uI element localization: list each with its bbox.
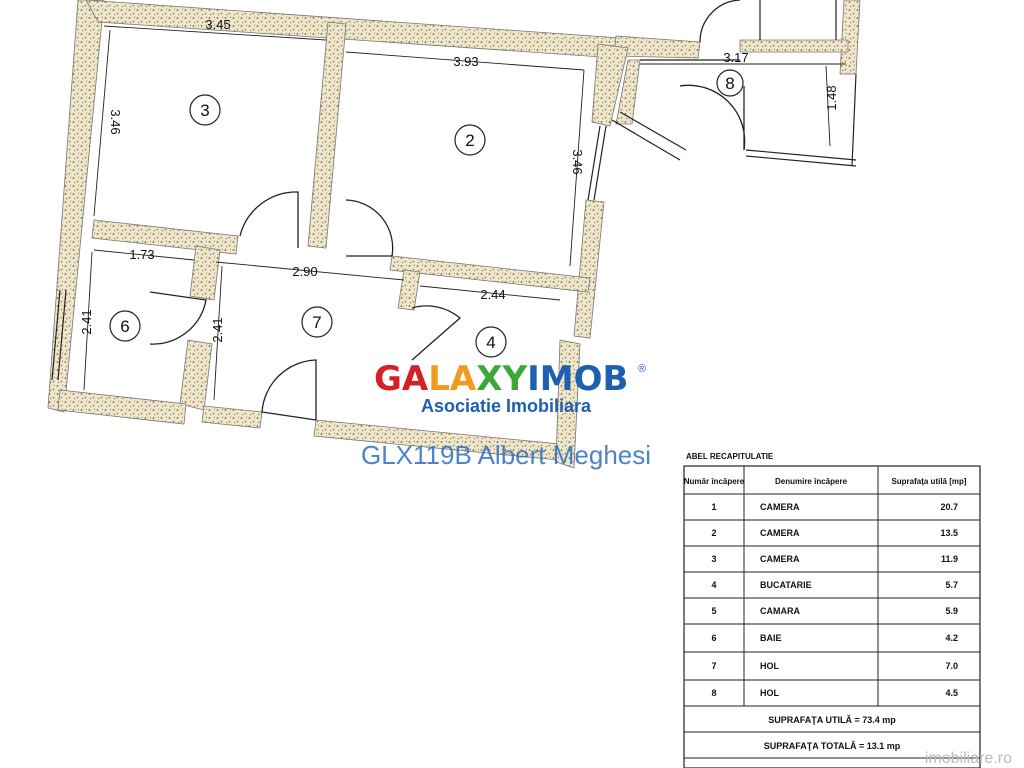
table-row: 4 BUCATARIE 5.7	[711, 580, 958, 590]
dim-room8-width: 3.17	[723, 50, 748, 65]
room-name-cell: HOL	[760, 688, 780, 698]
dimension-labels: 3.45 3.93 3.17 1.73 2.90 2.44 3.46 3.46 …	[79, 17, 839, 343]
room-area-cell: 20.7	[940, 502, 958, 512]
room-number-cell: 7	[711, 661, 716, 671]
room-name-cell: CAMERA	[760, 554, 800, 564]
walls	[47, 0, 861, 469]
dim-room2-height: 3.46	[570, 149, 585, 174]
dim-room3-width: 3.45	[205, 17, 230, 32]
brand-tagline: Asociatie Imobiliara	[421, 396, 592, 416]
table-row: 1 CAMERA 20.7	[711, 502, 958, 512]
dim-room6-height: 2.41	[79, 309, 94, 334]
room-number-2: 2	[465, 131, 474, 150]
dim-room3-height: 3.46	[108, 109, 123, 134]
dim-room2-width: 3.93	[453, 54, 478, 69]
room-name-cell: CAMERA	[760, 502, 800, 512]
table-row: 3 CAMERA 11.9	[711, 554, 958, 564]
room-area-cell: 5.7	[945, 580, 958, 590]
brand-word-galaxy: GALAXY	[374, 359, 527, 399]
room-name-cell: BUCATARIE	[760, 580, 812, 590]
room-area-cell: 13.5	[940, 528, 958, 538]
watermark: GALAXYIMOB ® Asociatie Imobiliara GLX119…	[361, 359, 651, 470]
useful-area-total: SUPRAFAŢA UTILĂ = 73.4 mp	[768, 715, 896, 725]
brand-letter: Y	[501, 359, 527, 399]
listing-reference: GLX119B Albert Meghesi	[361, 440, 651, 470]
dim-hall-width: 2.90	[292, 264, 317, 279]
brand-letter: A	[450, 359, 477, 399]
room-name-cell: CAMARA	[760, 606, 800, 616]
summary-table: ABEL RECAPITULATIE Număr încăpere Denumir…	[683, 452, 981, 768]
room-number-7: 7	[312, 313, 321, 332]
room-area-cell: 7.0	[945, 661, 958, 671]
room-name-cell: HOL	[760, 661, 780, 671]
room-number-cell: 2	[711, 528, 716, 538]
table-header-cell: Denumire încăpere	[775, 477, 848, 486]
brand-letter: G	[374, 359, 402, 399]
table-row: 2 CAMERA 13.5	[711, 528, 958, 538]
table-row: 5 CAMARA 5.9	[711, 606, 958, 616]
registered-mark: ®	[638, 363, 646, 375]
room-name-cell: BAIE	[760, 633, 782, 643]
table-row: 8 HOL 4.5	[711, 688, 958, 698]
room-number-8: 8	[725, 74, 734, 93]
room-area-cell: 11.9	[941, 554, 958, 564]
brand-word-imob: IMOB	[527, 359, 628, 399]
brand-letter: A	[402, 359, 429, 399]
dimension-lines	[83, 25, 846, 401]
thin-lines	[51, 0, 857, 421]
brand-logo: GALAXYIMOB	[374, 359, 628, 399]
table-header: Număr încăpere Denumire încăpere Suprafaţa…	[684, 477, 967, 486]
room-area-cell: 4.5	[945, 688, 958, 698]
room-number-3: 3	[200, 101, 209, 120]
room-number-cell: 1	[711, 502, 716, 512]
dim-room8-height: 1.48	[824, 85, 839, 110]
room-number-cell: 6	[711, 633, 716, 643]
room-name-cell: CAMERA	[760, 528, 800, 538]
room-area-cell: 4.2	[945, 633, 958, 643]
room-number-cell: 4	[711, 580, 716, 590]
brand-letter: L	[428, 359, 450, 399]
room-number-cell: 8	[711, 688, 716, 698]
table-header-cell: Număr încăpere	[684, 477, 745, 486]
dim-room6-width: 1.73	[129, 247, 154, 262]
table-row: 7 HOL 7.0	[711, 661, 958, 671]
room-numbers: 3 2 8 6 7 4	[120, 74, 734, 352]
door-swings	[149, 0, 746, 420]
total-area: SUPRAFAŢA TOTALĂ = 13.1 mp	[764, 741, 901, 751]
corner-watermark: imobiliare.ro	[925, 750, 1012, 767]
room-number-6: 6	[120, 317, 129, 336]
table-header-cell: Suprafaţa utilă [mp]	[891, 477, 966, 486]
brand-letter: X	[476, 359, 502, 399]
room-number-4: 4	[486, 333, 495, 352]
table-row: 6 BAIE 4.2	[711, 633, 958, 643]
room-area-cell: 5.9	[945, 606, 958, 616]
table-title: ABEL RECAPITULATIE	[686, 452, 774, 461]
dim-hall-height: 2.41	[210, 317, 225, 342]
room-number-cell: 5	[711, 606, 716, 616]
dim-room4-width: 2.44	[480, 287, 505, 302]
room-number-cell: 3	[711, 554, 716, 564]
room-markers	[109, 69, 744, 358]
